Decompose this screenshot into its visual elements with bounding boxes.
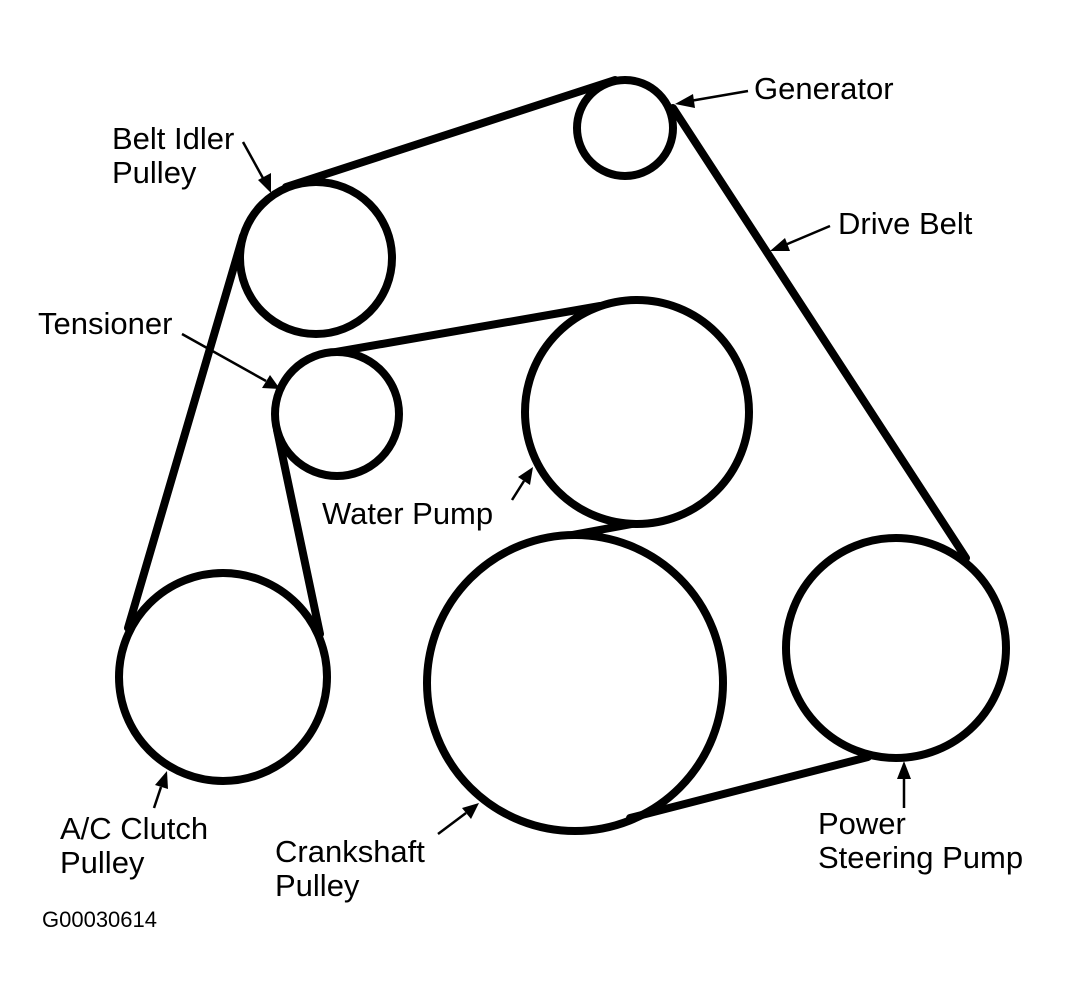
belt-span-generator-to-power-steering <box>669 104 970 562</box>
tensioner-pulley <box>271 348 403 480</box>
crankshaft-pulley <box>423 531 727 835</box>
generator-label: Generator <box>754 71 894 106</box>
ac-clutch-label-line1: A/C Clutch <box>60 811 208 846</box>
water-pump-pulley <box>521 296 753 528</box>
arrowhead-icon <box>262 375 280 389</box>
crankshaft-label-line2: Pulley <box>275 868 360 903</box>
arrowhead-icon <box>258 173 271 193</box>
water-pump-leader <box>510 467 533 501</box>
belt-span-idler-to-generator <box>282 76 619 191</box>
arrowhead-icon <box>462 803 479 819</box>
belt-span-crankshaft-to-water-pump <box>568 520 636 539</box>
belt-span-tensioner-to-ac-clutch <box>273 426 324 638</box>
drive-belt-leader <box>770 224 831 251</box>
tensioner-label: Tensioner <box>38 306 172 341</box>
crankshaft-leader <box>437 803 479 835</box>
tensioner-leader <box>181 332 280 389</box>
arrowhead-icon <box>518 467 533 485</box>
belt-span-water-pump-to-tensioner <box>332 302 604 356</box>
power-steering-label-line1: Power <box>818 806 906 841</box>
belt-span-power-steering-to-crankshaft <box>626 753 872 822</box>
arrowhead-icon <box>770 238 790 251</box>
belt-idler-label-line2: Pulley <box>112 155 197 190</box>
ac-clutch-label-line2: Pulley <box>60 845 145 880</box>
power-steering-label-line2: Steering Pump <box>818 840 1023 875</box>
belt-span-ac-clutch-to-idler <box>124 232 247 632</box>
generator-pulley <box>573 76 677 180</box>
water-pump-label: Water Pump <box>322 496 493 531</box>
power-steering-leader <box>897 761 911 808</box>
ac-clutch-leader <box>152 771 168 809</box>
ac-clutch-pulley <box>115 569 331 785</box>
figure-id: G00030614 <box>42 907 157 932</box>
generator-leader <box>675 89 749 108</box>
arrowhead-icon <box>155 771 168 789</box>
belt-idler-pulley <box>236 178 396 338</box>
arrowhead-icon <box>675 94 695 108</box>
arrowhead-icon <box>897 761 911 779</box>
belt-idler-label-line1: Belt Idler <box>112 121 234 156</box>
crankshaft-label-line1: Crankshaft <box>275 834 425 869</box>
drive-belt-label: Drive Belt <box>838 206 973 241</box>
power-steering-pump-pulley <box>782 534 1010 762</box>
drive-belt <box>124 76 970 822</box>
belt-idler-leader <box>241 141 271 193</box>
